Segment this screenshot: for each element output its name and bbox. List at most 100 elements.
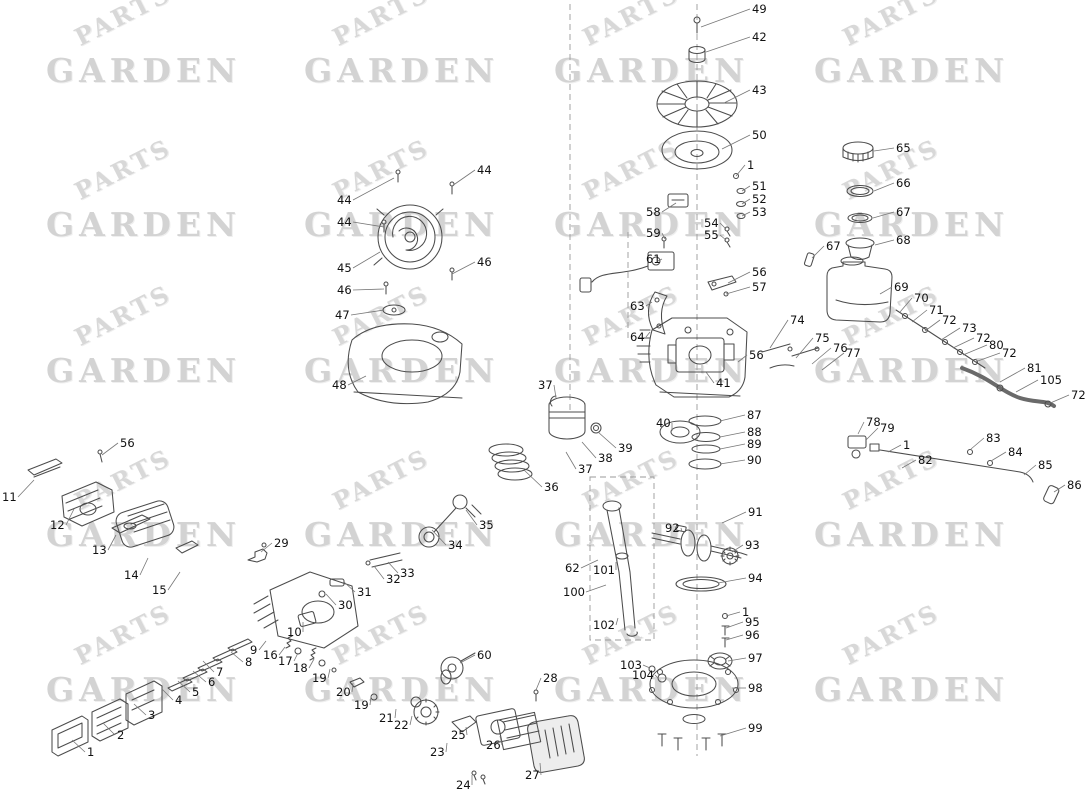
part-callout-105: 105	[1040, 373, 1062, 387]
leader-line-90	[719, 459, 746, 465]
leader-line-70	[899, 297, 913, 313]
part-callout-21: 21	[379, 711, 394, 725]
leader-line-5	[177, 680, 191, 693]
seal-ring-66-drawing	[846, 184, 874, 198]
grommet-67b-drawing	[803, 252, 815, 267]
timing-gear-93-drawing	[720, 546, 740, 566]
leader-line-52	[741, 198, 751, 205]
leader-line-41	[705, 371, 715, 384]
camshaft-60-drawing	[440, 652, 476, 685]
leader-line-81	[999, 367, 1026, 383]
fuel-cap-65-drawing	[842, 141, 874, 163]
leader-line-25	[465, 726, 468, 736]
part-callout-13: 13	[92, 543, 107, 557]
part-callout-47: 47	[335, 308, 350, 322]
leader-line-53	[741, 211, 751, 217]
leader-line-19	[369, 695, 372, 706]
leader-line-43	[723, 89, 751, 104]
leader-line-91	[721, 511, 747, 524]
part-callout-17: 17	[278, 654, 293, 668]
part-callout-81: 81	[1027, 361, 1042, 375]
insulator-40-drawing	[659, 420, 701, 444]
part-callout-39: 39	[618, 441, 633, 455]
muffler-screw-56-drawing	[97, 449, 103, 463]
part-callout-58: 58	[646, 205, 661, 219]
part-callout-32: 32	[386, 572, 401, 586]
leader-line-44	[352, 177, 395, 201]
screw-59-drawing	[661, 236, 667, 249]
leader-line-39	[597, 431, 617, 449]
leader-line-14	[139, 557, 149, 576]
washer-67-drawing	[847, 212, 873, 224]
leader-line-82	[901, 459, 917, 469]
breather-10-drawing	[297, 611, 317, 627]
leader-line-12	[65, 508, 75, 526]
leader-line-3	[133, 703, 147, 716]
plate-stack-4-9-drawing	[167, 638, 253, 692]
part-callout-73: 73	[962, 321, 977, 335]
part-callout-26: 26	[486, 738, 501, 752]
bracket-63-64-drawing	[647, 291, 668, 335]
bolts-24-drawing	[471, 770, 486, 785]
leader-line-59	[661, 232, 666, 240]
leader-line-22	[409, 715, 413, 726]
part-callout-56: 56	[749, 348, 764, 362]
flywheel-fan-43-drawing	[656, 80, 738, 128]
fuel-tank-69-drawing	[826, 256, 893, 323]
leader-line-67	[811, 245, 825, 259]
part-callout-44: 44	[477, 163, 492, 177]
leader-line-87	[719, 414, 746, 422]
part-callout-88: 88	[747, 425, 762, 439]
leader-line-69	[879, 286, 893, 295]
part-callout-63: 63	[630, 299, 645, 313]
part-callout-72: 72	[1071, 388, 1086, 402]
leader-line-20	[351, 682, 354, 693]
bolts-95-96-drawing	[721, 612, 730, 648]
stop-switch-56-57-drawing	[707, 275, 737, 297]
leader-line-88	[719, 431, 746, 438]
part-callout-72: 72	[976, 331, 991, 345]
leader-line-46	[451, 261, 476, 275]
part-callout-66: 66	[896, 176, 911, 190]
part-callout-72: 72	[1002, 346, 1017, 360]
part-callout-42: 42	[752, 30, 767, 44]
leader-line-32	[373, 565, 385, 580]
leader-line-78	[857, 421, 865, 435]
part-callout-79: 79	[880, 421, 895, 435]
leader-line-71	[911, 309, 928, 323]
leader-line-79	[865, 427, 879, 441]
part-callout-56: 56	[120, 436, 135, 450]
blower-housing-48-drawing	[347, 323, 463, 405]
part-callout-104: 104	[632, 668, 654, 682]
part-callout-25: 25	[451, 728, 466, 742]
part-callout-56: 56	[752, 265, 767, 279]
part-callout-33: 33	[400, 566, 415, 580]
leader-line-77	[821, 352, 845, 371]
ignition-module-58-drawing	[667, 193, 689, 208]
leader-line-56	[727, 271, 751, 284]
part-callout-62: 62	[565, 561, 580, 575]
part-callout-15: 15	[152, 583, 167, 597]
recoil-starter-45-drawing	[373, 204, 444, 270]
part-callout-52: 52	[752, 192, 767, 206]
part-callout-69: 69	[894, 280, 909, 294]
leader-line-84	[990, 451, 1007, 462]
leader-line-44	[451, 169, 476, 187]
bolt-49-drawing	[693, 16, 701, 34]
part-callout-74: 74	[790, 313, 805, 327]
part-callout-92: 92	[665, 521, 680, 535]
leader-line-19	[327, 668, 331, 679]
part-callout-28: 28	[543, 671, 558, 685]
leader-line-72	[974, 352, 1001, 363]
leader-line-76	[811, 347, 832, 365]
part-callout-60: 60	[477, 648, 492, 662]
throttle-linkage-74-77-drawing	[761, 343, 820, 369]
part-callout-96: 96	[745, 628, 760, 642]
leader-line-89	[719, 443, 746, 450]
leader-line-44	[352, 221, 385, 228]
piston-37-39-drawing	[548, 395, 602, 440]
part-callout-35: 35	[479, 518, 494, 532]
leader-line-54	[719, 222, 727, 230]
gasket-94-drawing	[675, 576, 727, 592]
